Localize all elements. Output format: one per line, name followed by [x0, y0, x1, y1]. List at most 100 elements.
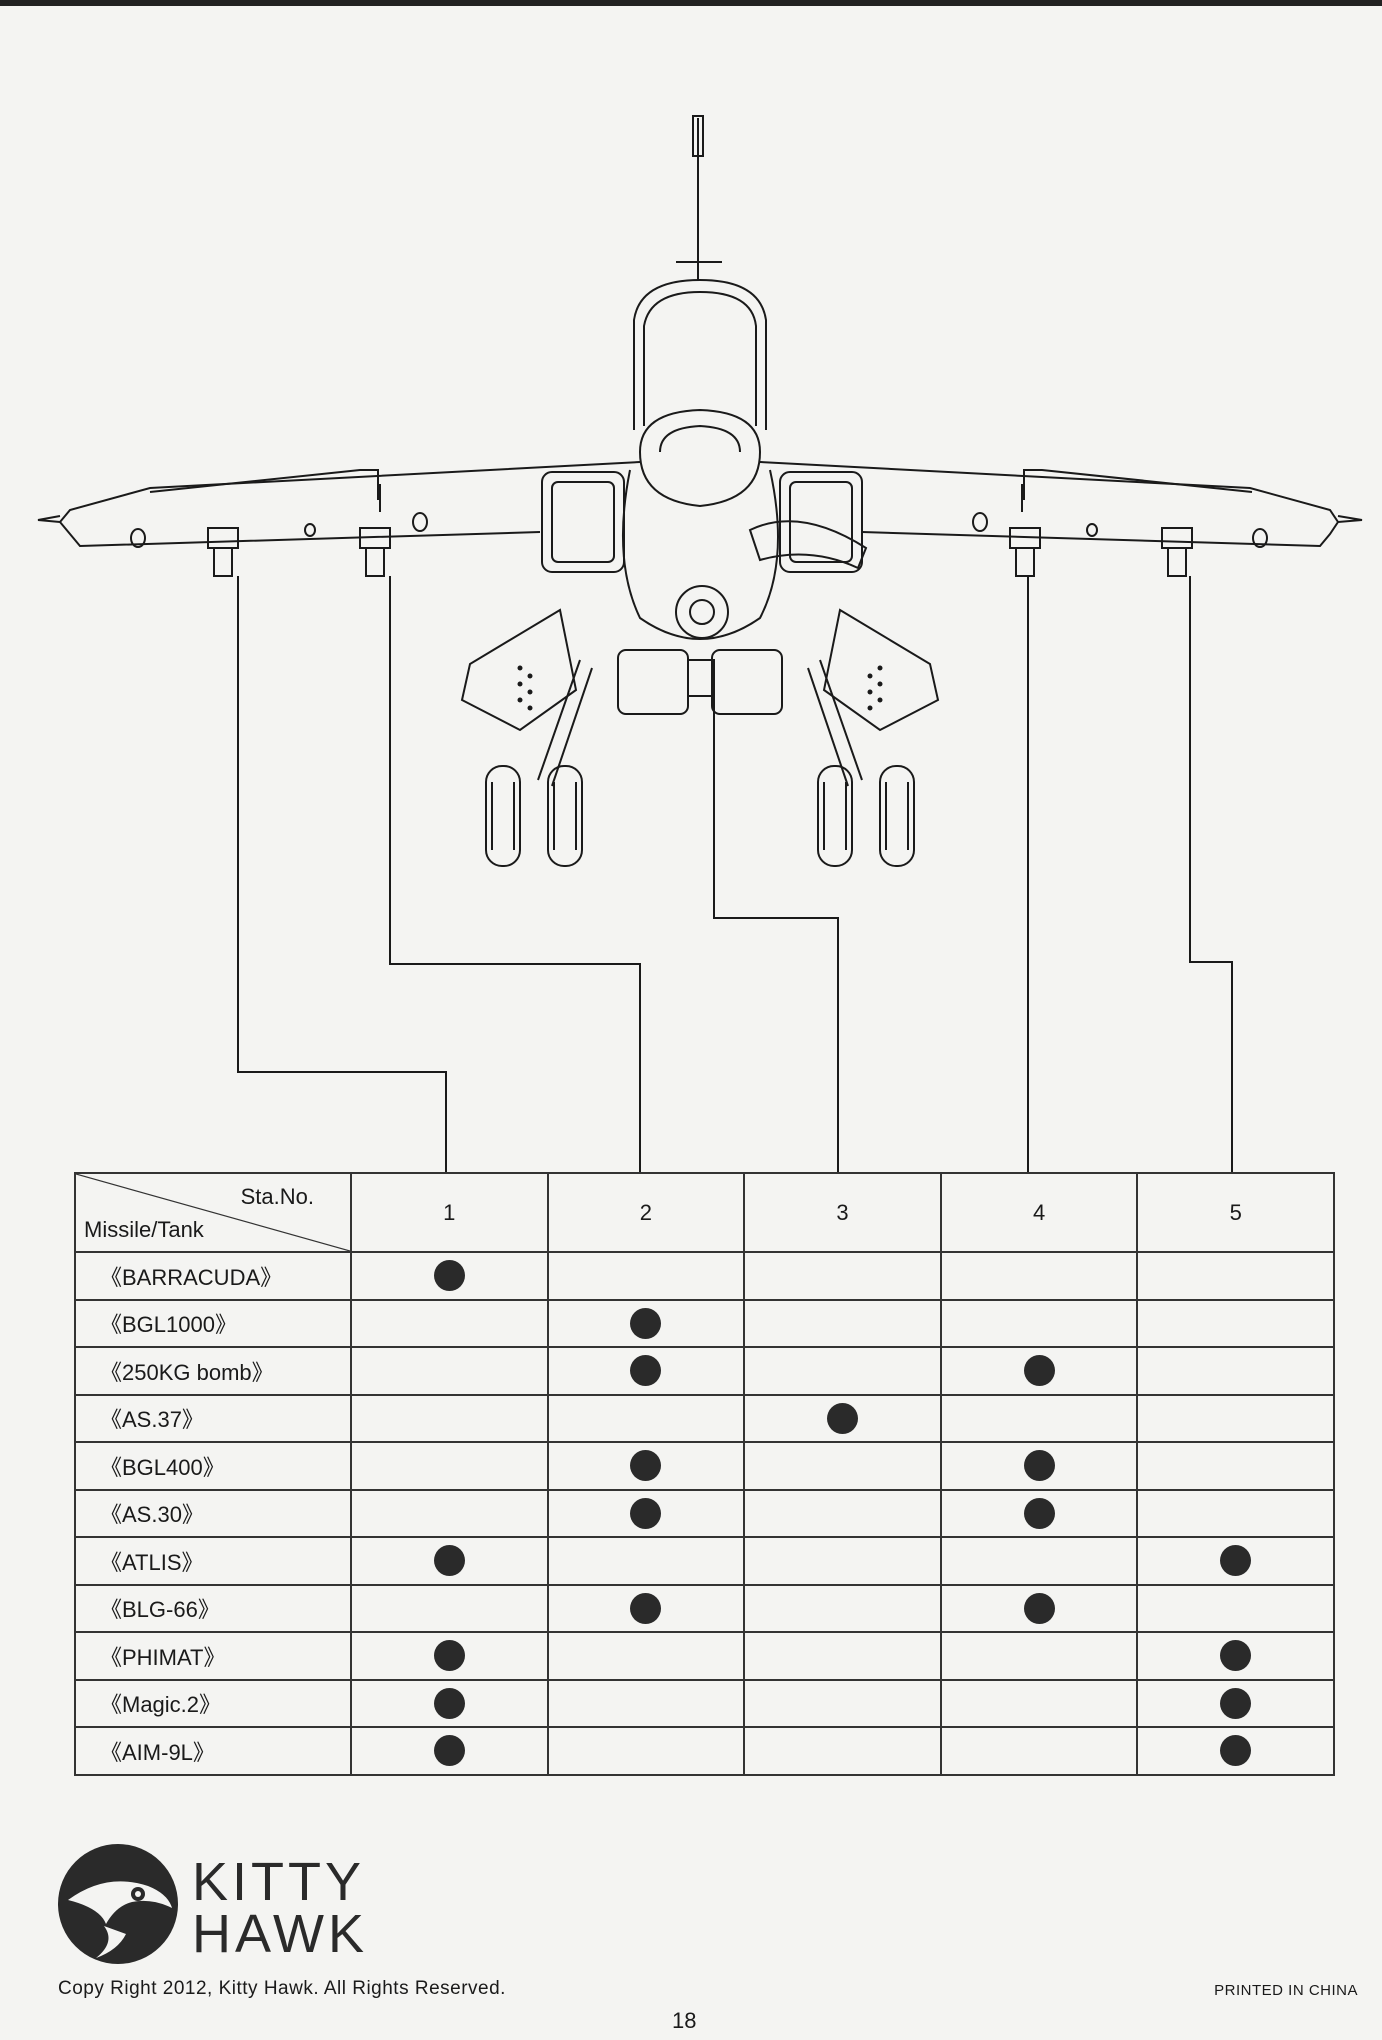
- table-row: 《BGL400》: [74, 1441, 1335, 1491]
- station-cell-1: [350, 1298, 549, 1348]
- store-name: 《BGL400》: [74, 1441, 352, 1491]
- station-cell-1: [350, 1726, 549, 1776]
- station-cell-2: [546, 1488, 746, 1538]
- store-name: 《Magic.2》: [74, 1678, 352, 1728]
- station-cell-4: [939, 1678, 1139, 1728]
- store-name: 《250KG bomb》: [74, 1346, 352, 1396]
- station-dot-icon: [1220, 1640, 1252, 1672]
- station-dot-icon: [1220, 1687, 1252, 1719]
- kitty-hawk-logo-icon: [58, 1844, 178, 1964]
- station-cell-5: [1136, 1251, 1335, 1301]
- station-cell-1: [350, 1441, 549, 1491]
- station-dot-icon: [630, 1307, 662, 1339]
- station-cell-5: [1136, 1583, 1335, 1633]
- station-cell-5: [1136, 1726, 1335, 1776]
- brand-line-1: KITTY: [192, 1852, 366, 1912]
- station-cell-5: [1136, 1536, 1335, 1586]
- station-cell-1: [350, 1536, 549, 1586]
- store-name: 《AS.37》: [74, 1393, 352, 1443]
- station-cell-1: [350, 1346, 549, 1396]
- station-dot-icon: [630, 1592, 662, 1624]
- table-row: 《BGL1000》: [74, 1298, 1335, 1348]
- station-dot-icon: [1023, 1497, 1055, 1529]
- printed-in-text: PRINTED IN CHINA: [1214, 1982, 1358, 1999]
- top-border: [0, 0, 1382, 6]
- station-cell-1: [350, 1393, 549, 1443]
- station-cell-4: [939, 1441, 1139, 1491]
- station-cell-3: [743, 1678, 942, 1728]
- store-name: 《AIM-9L》: [74, 1726, 352, 1776]
- missile-tank-header: Missile/Tank: [84, 1217, 204, 1242]
- station-cell-2: [546, 1346, 746, 1396]
- station-dot-icon: [1023, 1592, 1055, 1624]
- station-dot-icon: [630, 1450, 662, 1482]
- store-name: 《PHIMAT》: [74, 1631, 352, 1681]
- station-cell-1: [350, 1583, 549, 1633]
- station-cell-3: [743, 1298, 942, 1348]
- station-cell-2: [546, 1298, 746, 1348]
- station-cell-2: [546, 1393, 746, 1443]
- station-cell-5: [1136, 1678, 1335, 1728]
- station-cell-3: [743, 1346, 942, 1396]
- station-cell-3: [743, 1726, 942, 1776]
- station-cell-4: [939, 1583, 1139, 1633]
- station-dot-icon: [1023, 1355, 1055, 1387]
- diagonal-divider: [76, 1174, 350, 1251]
- aircraft-front-view-icon: [37, 115, 1363, 1172]
- station-cell-2: [546, 1583, 746, 1633]
- table-row: 《BARRACUDA》: [74, 1251, 1335, 1301]
- table-row: 《PHIMAT》: [74, 1631, 1335, 1681]
- station-cell-2: [546, 1251, 746, 1301]
- station-cell-1: [350, 1678, 549, 1728]
- station-cell-5: [1136, 1346, 1335, 1396]
- station-cell-2: [546, 1678, 746, 1728]
- brand-line-2: HAWK: [192, 1904, 368, 1964]
- table-row: 《Magic.2》: [74, 1678, 1335, 1728]
- station-cell-4: [939, 1726, 1139, 1776]
- station-cell-2: [546, 1536, 746, 1586]
- station-header-4: 4: [939, 1172, 1139, 1253]
- page-number: 18: [672, 2008, 697, 2033]
- table-body: 《BARRACUDA》《BGL1000》《250KG bomb》《AS.37》《…: [74, 1251, 1335, 1776]
- station-header-5: 5: [1136, 1172, 1335, 1253]
- station-cell-2: [546, 1726, 746, 1776]
- station-header-1: 1: [350, 1172, 549, 1253]
- station-cell-1: [350, 1488, 549, 1538]
- station-cell-5: [1136, 1488, 1335, 1538]
- brand-name: KITTY HAWK: [192, 1852, 368, 1964]
- station-cell-5: [1136, 1393, 1335, 1443]
- table-row: 《AS.30》: [74, 1488, 1335, 1538]
- station-dot-icon: [433, 1735, 465, 1767]
- store-name: 《ATLIS》: [74, 1536, 352, 1586]
- table-header-row: Sta.No. Missile/Tank 1 2 3 4 5: [74, 1172, 1335, 1253]
- station-dot-icon: [630, 1497, 662, 1529]
- station-dot-icon: [433, 1545, 465, 1577]
- table-row: 《250KG bomb》: [74, 1346, 1335, 1396]
- copyright-text: Copy Right 2012, Kitty Hawk. All Rights …: [58, 1978, 506, 1999]
- station-cell-2: [546, 1631, 746, 1681]
- station-header-2: 2: [546, 1172, 746, 1253]
- station-dot-icon: [1220, 1735, 1252, 1767]
- table-row: 《AIM-9L》: [74, 1726, 1335, 1776]
- store-name: 《BLG-66》: [74, 1583, 352, 1633]
- station-cell-3: [743, 1441, 942, 1491]
- table-row: 《ATLIS》: [74, 1536, 1335, 1586]
- station-dot-icon: [630, 1355, 662, 1387]
- station-dot-icon: [826, 1402, 858, 1434]
- station-cell-4: [939, 1393, 1139, 1443]
- stores-loadout-table: Sta.No. Missile/Tank 1 2 3 4 5 《BARRACUD…: [74, 1172, 1335, 1776]
- store-name: 《AS.30》: [74, 1488, 352, 1538]
- store-name: 《BGL1000》: [74, 1298, 352, 1348]
- station-cell-5: [1136, 1298, 1335, 1348]
- station-cell-5: [1136, 1631, 1335, 1681]
- station-cell-3: [743, 1393, 942, 1443]
- station-cell-4: [939, 1346, 1139, 1396]
- table-row: 《BLG-66》: [74, 1583, 1335, 1633]
- station-dot-icon: [433, 1260, 465, 1292]
- station-cell-1: [350, 1631, 549, 1681]
- station-dot-icon: [1220, 1545, 1252, 1577]
- station-header-3: 3: [743, 1172, 942, 1253]
- station-cell-4: [939, 1488, 1139, 1538]
- station-cell-2: [546, 1441, 746, 1491]
